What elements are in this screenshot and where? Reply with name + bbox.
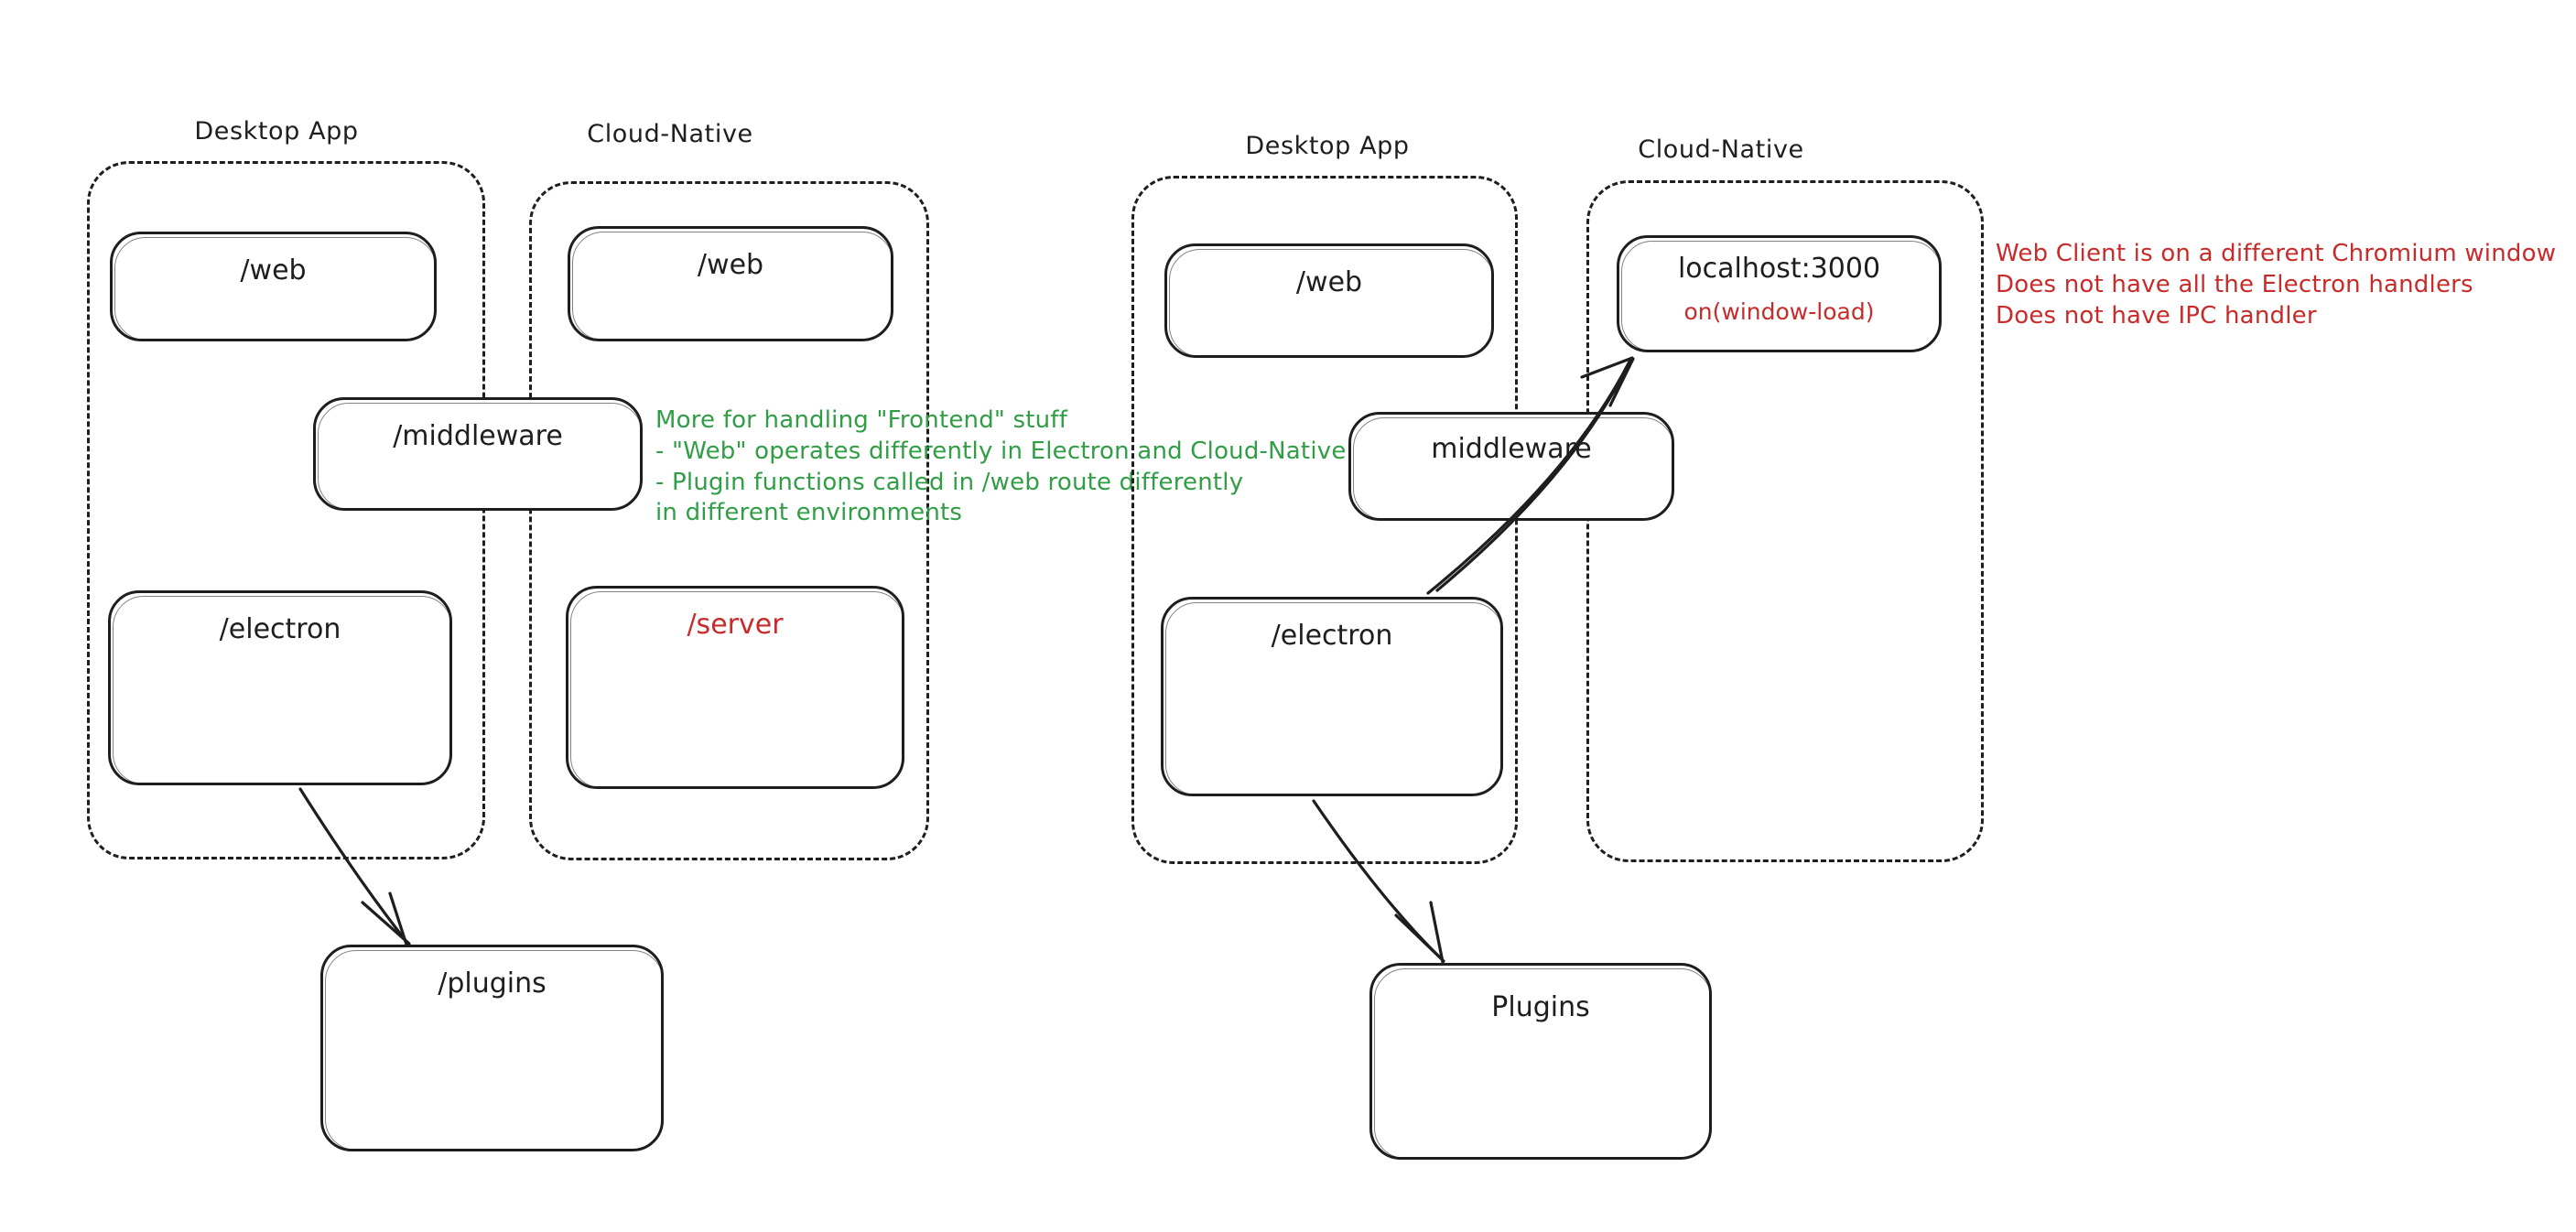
node-left-desktop-electron[interactable]: /electron: [108, 590, 452, 785]
node-right-plugins-label: Plugins: [1491, 991, 1590, 1023]
node-left-desktop-web[interactable]: /web: [110, 232, 437, 341]
node-left-cloud-web[interactable]: /web: [568, 226, 893, 341]
group-label-left-cloud-native: Cloud-Native: [587, 120, 753, 148]
node-right-plugins[interactable]: Plugins: [1369, 963, 1712, 1160]
node-left-desktop-web-label: /web: [240, 254, 307, 286]
node-left-cloud-web-label: /web: [697, 249, 764, 281]
group-label-left-desktop-app: Desktop App: [194, 117, 359, 146]
group-left-cloud-native: [529, 181, 929, 860]
node-left-cloud-server[interactable]: /server: [566, 586, 904, 789]
node-right-localhost[interactable]: localhost:3000 on(window-load): [1617, 235, 1942, 352]
node-left-desktop-electron-label: /electron: [219, 613, 341, 645]
annotation-right-red: Web Client is on a different Chromium wi…: [1996, 240, 2557, 330]
node-right-desktop-electron[interactable]: /electron: [1161, 597, 1503, 796]
node-right-middleware-label: middleware: [1431, 433, 1592, 465]
group-label-right-cloud-native: Cloud-Native: [1638, 135, 1804, 164]
node-left-middleware[interactable]: /middleware: [313, 397, 643, 511]
node-left-plugins[interactable]: /plugins: [320, 945, 664, 1151]
node-right-desktop-electron-label: /electron: [1271, 620, 1393, 652]
node-left-plugins-label: /plugins: [438, 967, 547, 1000]
annotation-left-green: More for handling "Frontend" stuff - "We…: [655, 406, 1347, 527]
node-left-middleware-label: /middleware: [393, 420, 563, 452]
node-right-desktop-web[interactable]: /web: [1164, 243, 1494, 358]
node-right-desktop-web-label: /web: [1295, 266, 1363, 298]
node-right-middleware[interactable]: middleware: [1348, 412, 1674, 521]
node-right-localhost-label: localhost:3000: [1677, 253, 1881, 285]
node-right-localhost-sublabel: on(window-load): [1683, 298, 1875, 325]
node-left-cloud-server-label: /server: [687, 609, 784, 641]
group-label-right-desktop-app: Desktop App: [1245, 132, 1410, 160]
